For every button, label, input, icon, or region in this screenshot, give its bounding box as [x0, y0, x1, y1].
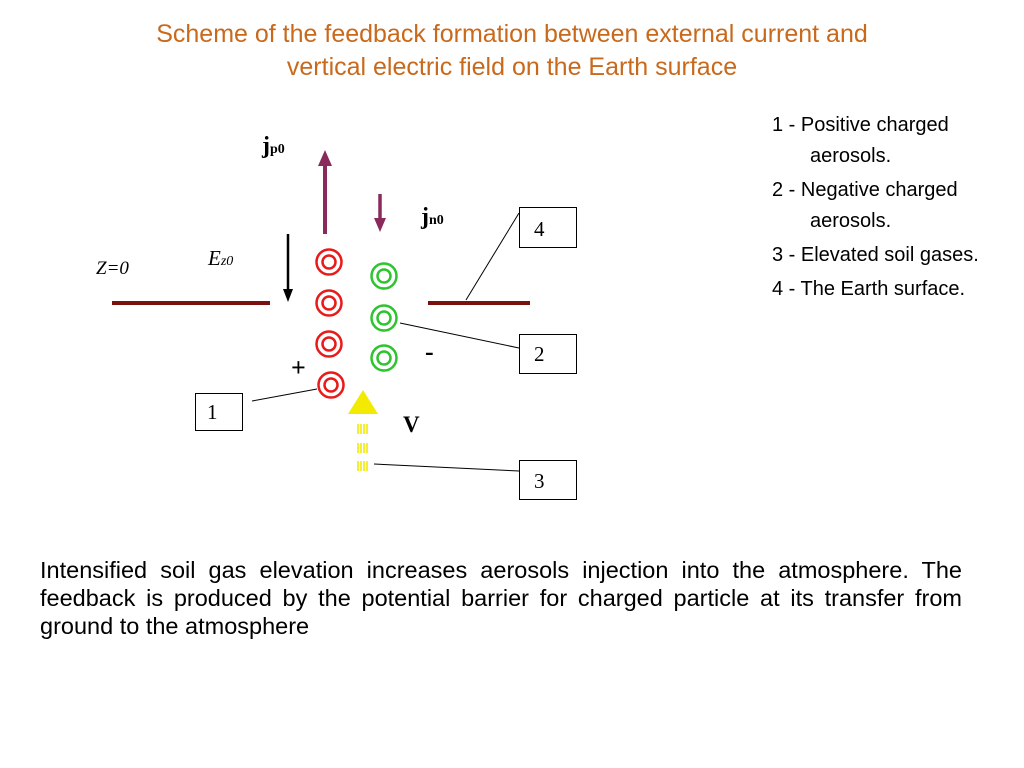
callout-box-3: 3 [519, 460, 577, 500]
ez0-label: Ez0 [208, 246, 233, 271]
negative-aerosol [370, 344, 398, 372]
ez0-label-main: E [208, 246, 221, 270]
callout-box-4: 4 [519, 207, 577, 248]
title-line-1: Scheme of the feedback formation between… [156, 20, 868, 48]
positive-aerosol [315, 248, 343, 276]
ez0-label-sub: z0 [220, 254, 234, 269]
positive-aerosol [317, 371, 345, 399]
jn0-label-sub: n0 [429, 213, 444, 228]
leader-line-2 [399, 322, 520, 349]
velocity-label: V [403, 412, 420, 437]
negative-aerosols [370, 262, 398, 372]
legend-item-2: 2 - Negative charged aerosols. [772, 179, 958, 232]
legend: 1 - Positive charged aerosols. 2 - Negat… [772, 110, 1002, 308]
negative-aerosol [370, 304, 398, 332]
jn0-label-main: j [421, 204, 429, 230]
minus-sign: - [425, 337, 434, 366]
caption-text: Intensified soil gas elevation increases… [40, 557, 962, 639]
jp0-label: jp0 [262, 133, 285, 160]
legend-item-3: 3 - Elevated soil gases. [772, 244, 979, 266]
z0-label: Z=0 [96, 258, 129, 279]
title-line-2: vertical electric field on the Earth sur… [286, 53, 738, 81]
positive-aerosol [315, 330, 343, 358]
leader-line-3 [373, 463, 520, 472]
elevated-soil-gas [348, 390, 378, 471]
positive-aerosol [315, 289, 343, 317]
plus-sign: + [291, 353, 306, 382]
jp0-current-arrow [318, 150, 332, 234]
page-title: Scheme of the feedback formation between… [0, 18, 1024, 84]
negative-aerosol [370, 262, 398, 290]
legend-item-4: 4 - The Earth surface. [772, 278, 966, 300]
jp0-label-main: j [262, 133, 270, 159]
jp0-label-sub: p0 [270, 142, 285, 157]
callout-box-2: 2 [519, 334, 577, 374]
callout-box-1: 1 [195, 393, 243, 431]
positive-aerosols [315, 248, 345, 399]
ez0-field-arrow [283, 234, 293, 302]
soil-gas-arrowhead [348, 390, 378, 414]
legend-item-1: 1 - Positive charged aerosols. [772, 114, 949, 167]
leader-line-1 [251, 388, 318, 402]
jn0-current-arrow [374, 194, 386, 232]
leader-line-4 [465, 212, 520, 301]
jn0-label: jn0 [421, 204, 444, 231]
